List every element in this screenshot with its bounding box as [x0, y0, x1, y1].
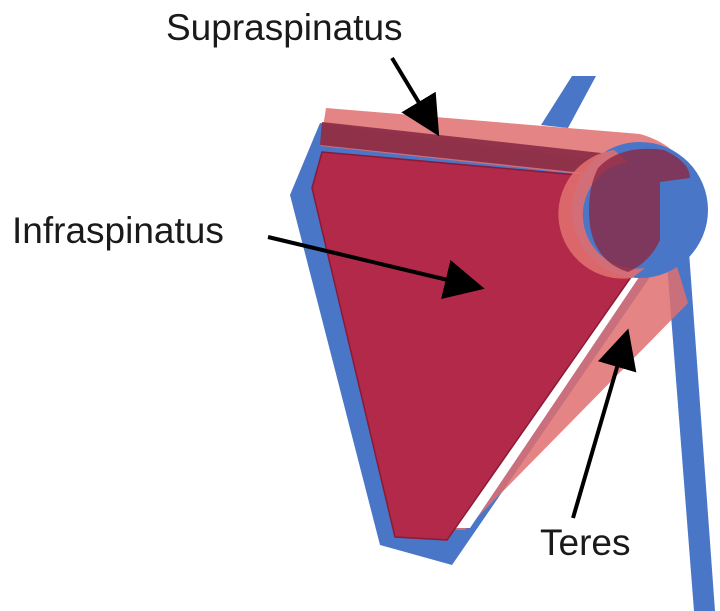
clavicle	[541, 76, 596, 128]
supraspinatus-label: Supraspinatus	[166, 7, 403, 48]
infraspinatus-label: Infraspinatus	[12, 210, 224, 251]
teres-label: Teres	[540, 522, 630, 563]
